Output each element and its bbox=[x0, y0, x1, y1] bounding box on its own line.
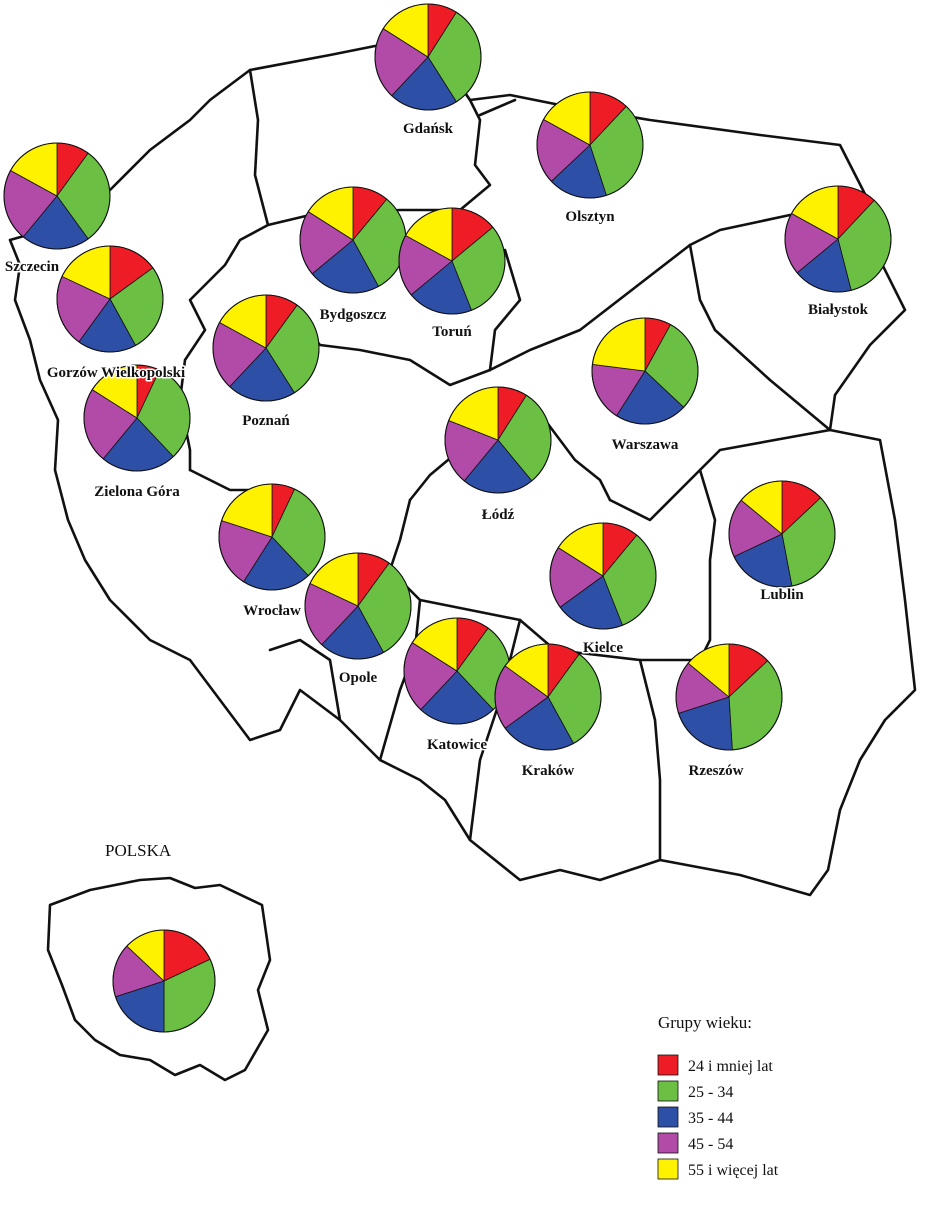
pie-bydgoszcz bbox=[299, 186, 407, 294]
pie-outline-lodz bbox=[444, 386, 552, 494]
pie-charts bbox=[3, 3, 892, 1033]
pie-outline-poznan bbox=[212, 294, 320, 402]
pie-wroclaw bbox=[218, 483, 326, 591]
legend-label-25-34: 25 - 34 bbox=[688, 1084, 733, 1101]
legend: Grupy wieku: 24 i mniej lat 25 - 34 35 - 4… bbox=[657, 1013, 779, 1180]
city-label-bydgoszcz: Bydgoszcz bbox=[320, 307, 387, 323]
pie-torun bbox=[398, 207, 506, 315]
city-label-warszawa: Warszawa bbox=[612, 437, 679, 453]
city-label-gorzow-wielkopolski: Gorzów Wielkopolski bbox=[47, 365, 185, 381]
legend-swatch-45-54 bbox=[657, 1132, 679, 1154]
legend-title: Grupy wieku: bbox=[658, 1013, 752, 1032]
city-label-torun: Toruń bbox=[432, 324, 472, 340]
pie-gorzow-wielkopolski bbox=[56, 245, 164, 353]
pie-outline-krakow bbox=[494, 643, 602, 751]
pie-rzeszow bbox=[675, 643, 783, 751]
pie-outline-kielce bbox=[549, 522, 657, 630]
pie-lublin bbox=[728, 480, 836, 588]
pie-outline-olsztyn bbox=[536, 91, 644, 199]
pie-outline-opole bbox=[304, 552, 412, 660]
pie-warszawa bbox=[591, 317, 699, 425]
city-label-poznan: Poznań bbox=[242, 413, 290, 429]
city-label-kielce: Kielce bbox=[583, 640, 623, 656]
city-label-rzeszow: Rzeszów bbox=[689, 763, 744, 779]
pie-outline-wroclaw bbox=[218, 483, 326, 591]
city-label-wroclaw: Wrocław bbox=[243, 603, 301, 619]
city-label-krakow: Kraków bbox=[522, 763, 575, 779]
city-label-zielona-gora: Zielona Góra bbox=[94, 484, 180, 500]
pie-slice-warszawa-55-i-wiecej-lat bbox=[591, 317, 646, 372]
city-label-olsztyn: Olsztyn bbox=[565, 209, 615, 225]
pie-bialystok bbox=[784, 185, 892, 293]
city-label-katowice: Katowice bbox=[427, 737, 487, 753]
pie-outline-zielona-gora bbox=[83, 364, 191, 472]
legend-swatch-25-34 bbox=[657, 1080, 679, 1102]
pie-zielona-gora bbox=[83, 364, 191, 472]
pie-olsztyn bbox=[536, 91, 644, 199]
city-label-gdansk: Gdańsk bbox=[403, 121, 454, 137]
pie-katowice bbox=[403, 617, 511, 725]
pie-outline-polska bbox=[112, 929, 216, 1033]
pie-opole bbox=[304, 552, 412, 660]
pie-polska bbox=[112, 929, 216, 1033]
poland-outer-border bbox=[8, 40, 917, 897]
legend-swatch-55-i-wiecej-lat bbox=[657, 1158, 679, 1180]
legend-swatch-35-44 bbox=[657, 1106, 679, 1128]
legend-label-35-44: 35 - 44 bbox=[688, 1110, 733, 1127]
pie-outline-bialystok bbox=[784, 185, 892, 293]
pie-outline-torun bbox=[398, 207, 506, 315]
pie-poznan bbox=[212, 294, 320, 402]
city-label-bialystok: Białystok bbox=[808, 302, 869, 318]
pie-kielce bbox=[549, 522, 657, 630]
pie-krakow bbox=[494, 643, 602, 751]
legend-label-24-i-mniej-lat: 24 i mniej lat bbox=[688, 1058, 773, 1075]
legend-label-55-i-wiecej-lat: 55 i więcej lat bbox=[688, 1162, 779, 1179]
city-label-lodz: Łódź bbox=[482, 507, 515, 523]
pie-lodz bbox=[444, 386, 552, 494]
pie-outline-warszawa bbox=[591, 317, 699, 425]
pie-gdansk bbox=[374, 3, 482, 111]
city-label-opole: Opole bbox=[339, 670, 378, 686]
inset-poland-outline bbox=[46, 876, 272, 1082]
city-label-lublin: Lublin bbox=[760, 587, 804, 603]
pie-outline-szczecin bbox=[3, 142, 111, 250]
pie-outline-gorzow-wielkopolski bbox=[56, 245, 164, 353]
legend-swatch-24-i-mniej-lat bbox=[657, 1054, 679, 1076]
city-label-szczecin: Szczecin bbox=[5, 259, 60, 275]
inset-title: POLSKA bbox=[105, 841, 172, 860]
pie-outline-gdansk bbox=[374, 3, 482, 111]
pie-szczecin bbox=[3, 142, 111, 250]
pie-outline-rzeszow bbox=[675, 643, 783, 751]
pie-outline-lublin bbox=[728, 480, 836, 588]
legend-label-45-54: 45 - 54 bbox=[688, 1136, 733, 1153]
